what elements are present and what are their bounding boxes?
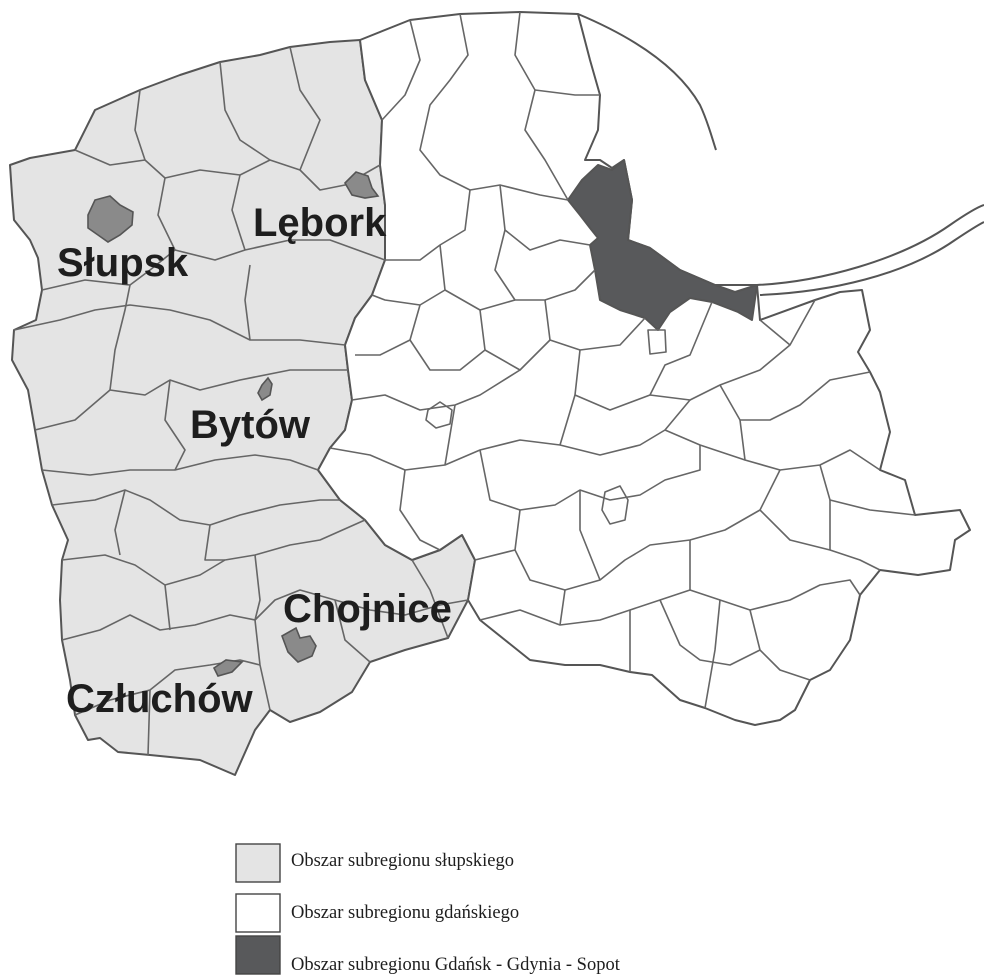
czluchow-town-area bbox=[212, 659, 244, 677]
bytow-town-area bbox=[257, 376, 273, 402]
legend-item-gdansk: Obszar subregionu gdańskiego bbox=[235, 893, 519, 933]
map-legend: Obszar subregionu słupskiego Obszar subr… bbox=[235, 843, 621, 975]
city-label-czluchow: Człuchów bbox=[66, 677, 254, 721]
gulf-coastline bbox=[756, 204, 984, 286]
legend-label-metro: Obszar subregionu Gdańsk - Gdynia - Sopo… bbox=[291, 955, 621, 975]
gmina-borders bbox=[13, 11, 916, 756]
slupsk-town-area bbox=[87, 195, 134, 243]
city-label-bytow: Bytów bbox=[190, 403, 311, 447]
legend-label-slupsk: Obszar subregionu słupskiego bbox=[291, 851, 514, 871]
legend-label-gdansk: Obszar subregionu gdańskiego bbox=[291, 903, 519, 923]
legend-swatch-slupsk bbox=[235, 843, 281, 883]
chojnice-town-area bbox=[281, 626, 317, 663]
legend-swatch-metro bbox=[235, 935, 281, 975]
legend-swatch-gdansk bbox=[235, 893, 281, 933]
enclave-gmina-3 bbox=[647, 329, 667, 355]
enclave-gmina-1 bbox=[425, 401, 453, 429]
legend-item-slupsk: Obszar subregionu słupskiego bbox=[235, 843, 514, 883]
gdansk-gdynia-sopot-area bbox=[567, 159, 758, 331]
gulf-coastline-inner bbox=[759, 221, 984, 296]
lebork-town-area bbox=[343, 171, 380, 199]
enclave-gmina-2 bbox=[601, 485, 629, 525]
city-label-slupsk: Słupsk bbox=[57, 241, 189, 285]
legend-item-metro: Obszar subregionu Gdańsk - Gdynia - Sopo… bbox=[235, 935, 621, 975]
hel-peninsula-coastline bbox=[577, 13, 717, 151]
city-label-chojnice: Chojnice bbox=[283, 587, 452, 631]
city-label-lebork: Lębork bbox=[253, 201, 387, 245]
